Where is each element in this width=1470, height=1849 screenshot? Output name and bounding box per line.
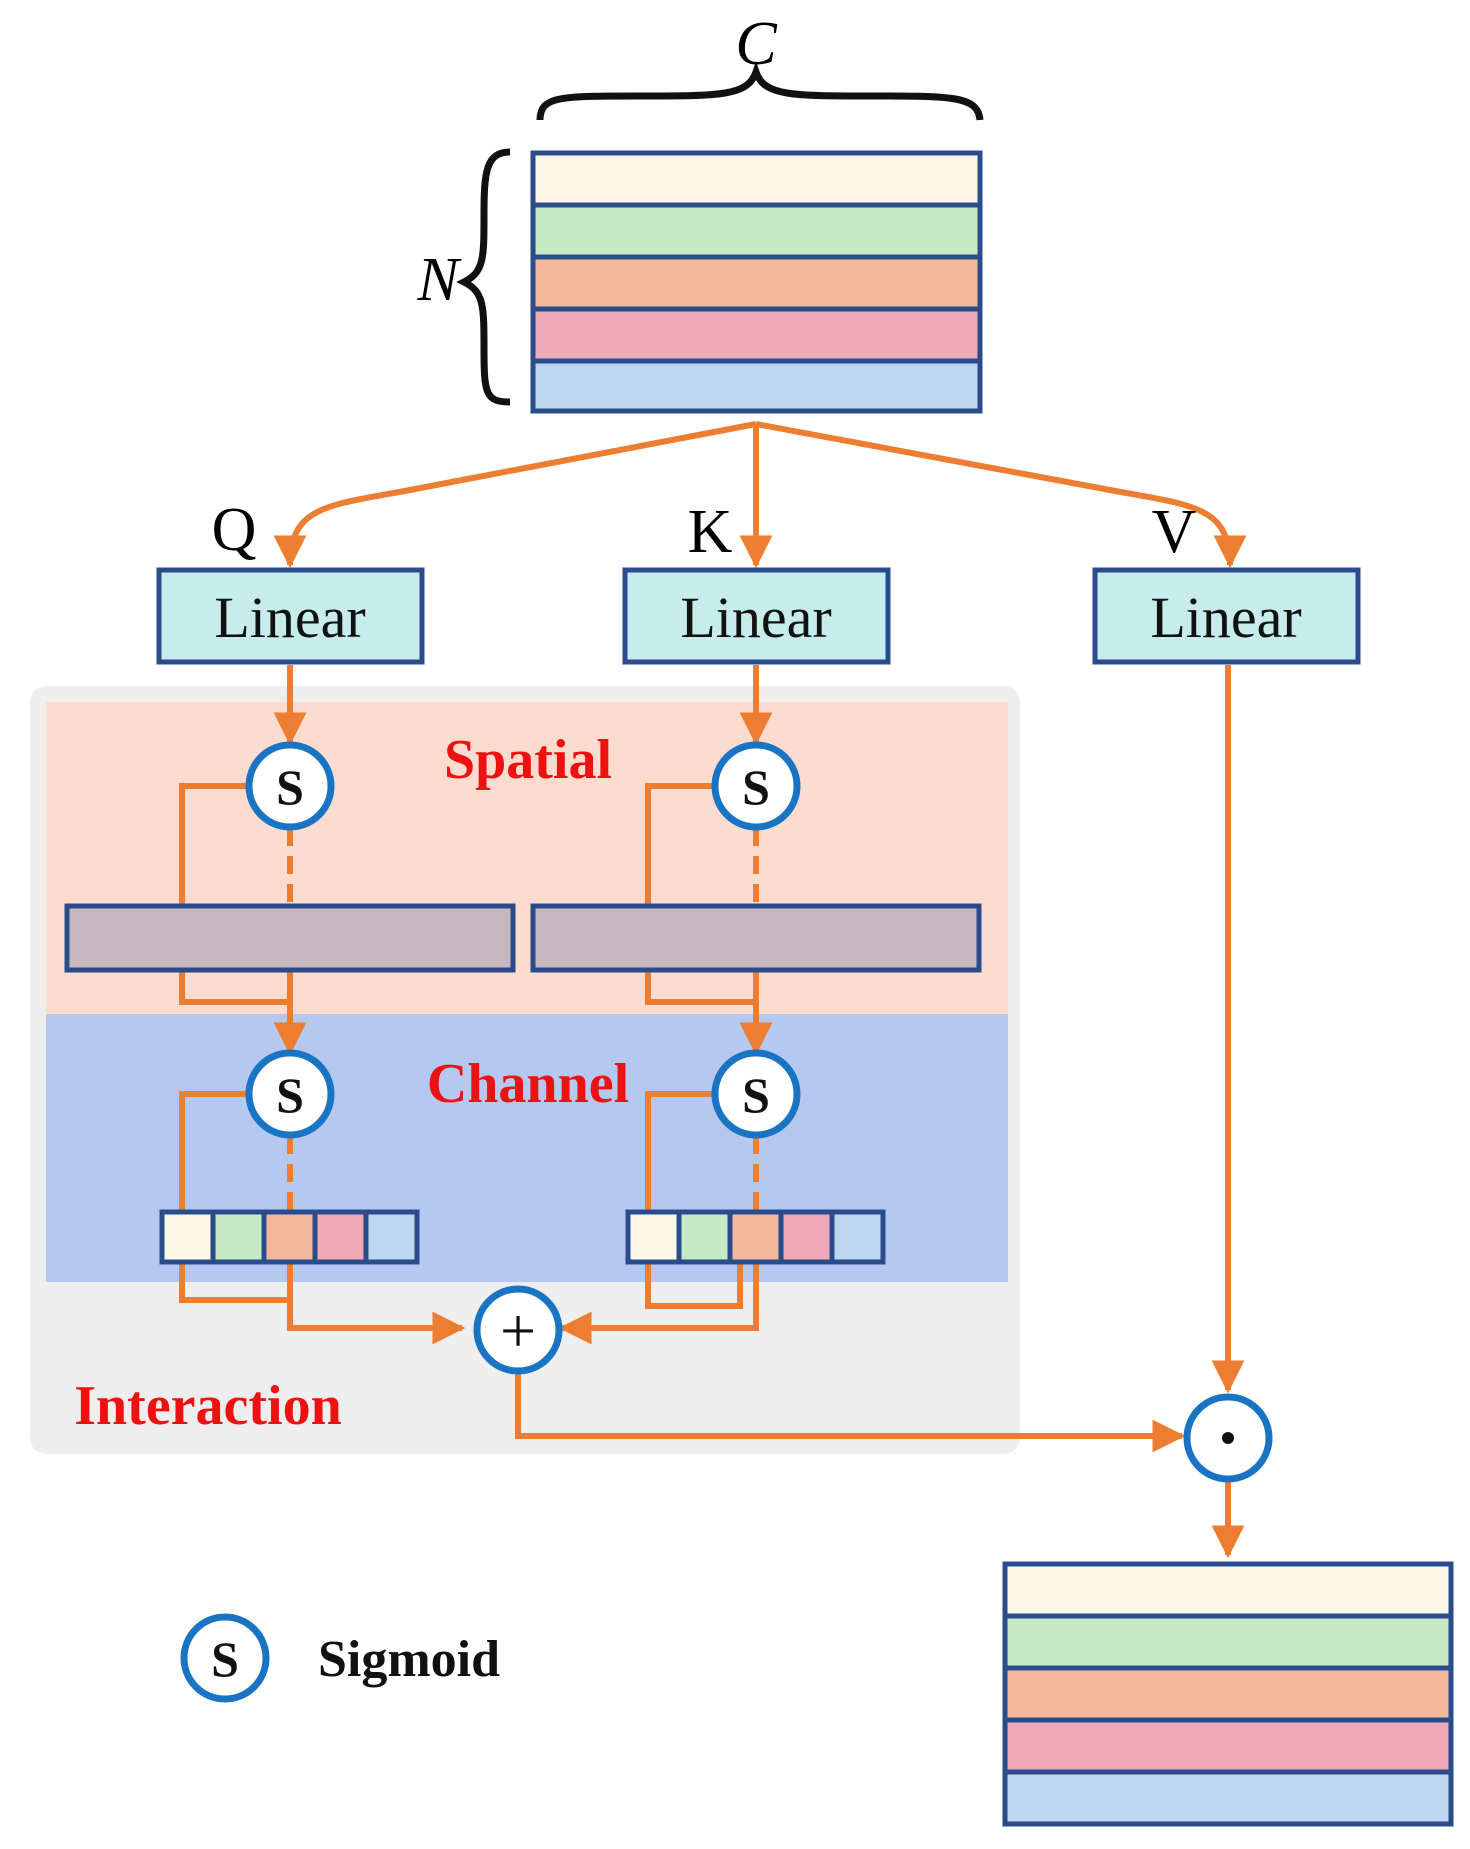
interaction-label: Interaction — [74, 1375, 342, 1437]
q-label: Q — [212, 496, 257, 564]
linear-k-box — [622, 567, 891, 665]
multiply-dot — [1222, 1432, 1234, 1444]
k-label: K — [688, 498, 733, 566]
split-arrows — [273, 421, 1247, 569]
channel-vector-k — [625, 1209, 886, 1265]
channel-k-cell-1 — [625, 1209, 682, 1265]
channel-q-cell-5 — [363, 1209, 420, 1265]
k-branch-arrows — [558, 665, 773, 1345]
legend-sigmoid-symbol: S — [211, 1631, 239, 1687]
sigmoid-spatial-q-symbol: S — [276, 759, 304, 815]
c-label: C — [735, 10, 777, 78]
channel-k-cell-4 — [778, 1209, 835, 1265]
spatial-bar-k — [530, 903, 982, 973]
sigmoid-channel-k: S — [711, 1049, 801, 1139]
sigmoid-channel-q-circle — [245, 1049, 335, 1139]
spatial-bar-q — [64, 903, 516, 973]
linear-k: Linear — [622, 567, 891, 665]
sigmoid-spatial-k-symbol: S — [742, 759, 770, 815]
add-operator: + — [473, 1285, 563, 1375]
n-label: N — [416, 246, 462, 314]
input-stripe-1 — [530, 150, 983, 208]
linear-v: Linear — [1092, 567, 1361, 665]
legend: S Sigmoid — [180, 1613, 500, 1703]
sigmoid-channel-k-symbol: S — [742, 1067, 770, 1123]
channel-label: Channel — [427, 1053, 629, 1115]
legend-sigmoid-circle — [180, 1613, 270, 1703]
output-matrix — [1002, 1561, 1454, 1827]
sigmoid-channel-q: S — [245, 1049, 335, 1139]
sigmoid-spatial-q-circle — [245, 741, 335, 831]
channel-k-cell-2 — [676, 1209, 733, 1265]
arrow-to-q — [273, 421, 757, 569]
channel-q-cell-4 — [312, 1209, 369, 1265]
arrow-to-v — [755, 421, 1247, 569]
multiply-operator — [1183, 1393, 1273, 1483]
channel-k-cell-3 — [727, 1209, 784, 1265]
linear-k-label: Linear — [680, 585, 831, 650]
input-stripe-2 — [530, 202, 983, 260]
linear-q-label: Linear — [214, 585, 365, 650]
output-stripe-2 — [1002, 1613, 1454, 1671]
sigmoid-spatial-k: S — [711, 741, 801, 831]
output-stripe-4 — [1002, 1717, 1454, 1775]
channel-vector-q — [159, 1209, 420, 1265]
channel-q-cell-1 — [159, 1209, 216, 1265]
sigmoid-spatial-k-circle — [711, 741, 801, 831]
sigmoid-spatial-q: S — [245, 741, 335, 831]
legend-sigmoid-text: Sigmoid — [318, 1631, 500, 1688]
input-stripe-3 — [530, 254, 983, 312]
channel-k-cell-5 — [829, 1209, 886, 1265]
linear-v-label: Linear — [1150, 585, 1301, 650]
input-matrix — [530, 150, 983, 414]
add-circle — [473, 1285, 563, 1375]
add-symbol: + — [500, 1295, 536, 1366]
input-stripe-5 — [530, 358, 983, 414]
sigmoid-channel-k-circle — [711, 1049, 801, 1139]
output-stripe-3 — [1002, 1665, 1454, 1723]
v-output-arrows — [515, 665, 1245, 1559]
channel-q-cell-3 — [261, 1209, 318, 1265]
channel-q-cell-2 — [210, 1209, 267, 1265]
output-stripe-5 — [1002, 1769, 1454, 1827]
linear-q: Linear — [156, 567, 425, 665]
n-brace — [456, 148, 511, 406]
input-stripe-4 — [530, 306, 983, 364]
output-stripe-1 — [1002, 1561, 1454, 1619]
spatial-label: Spatial — [444, 729, 612, 791]
v-label: V — [1152, 498, 1197, 566]
linear-v-box — [1092, 567, 1361, 665]
c-brace — [536, 60, 984, 121]
linear-q-box — [156, 567, 425, 665]
sigmoid-channel-q-symbol: S — [276, 1067, 304, 1123]
